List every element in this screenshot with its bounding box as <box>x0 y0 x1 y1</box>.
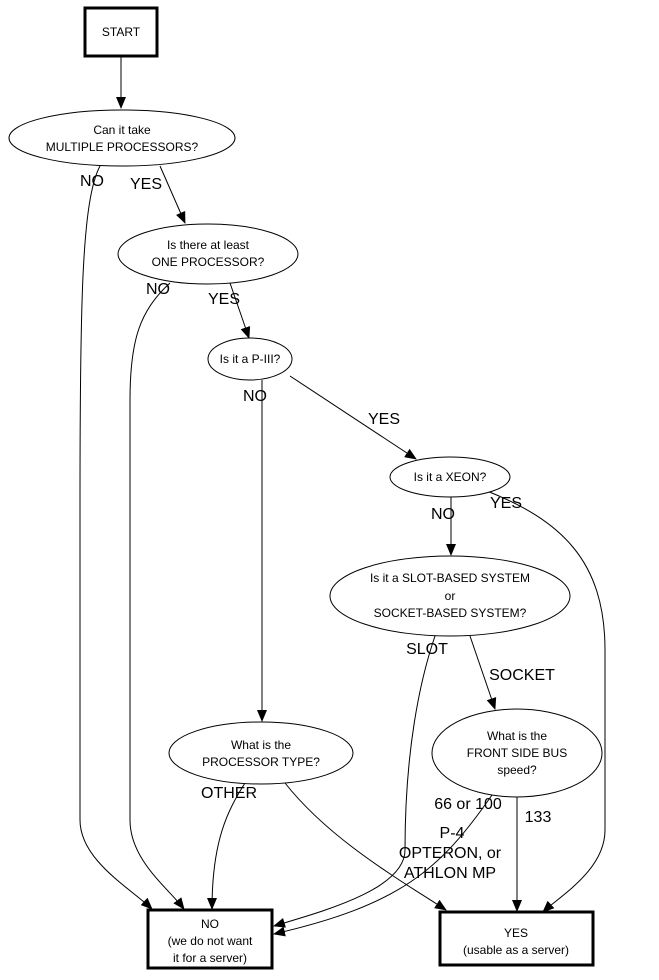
edge-p3-xeon-yes <box>289 375 417 460</box>
node-label-line: YES <box>504 926 528 940</box>
node-label-line: Can it take <box>93 123 151 137</box>
label-slot: SLOT <box>406 641 448 658</box>
label-multi-yes: YES <box>130 176 162 193</box>
node-label-line: Is it a SLOT-BASED SYSTEM <box>370 571 530 585</box>
node-multiple-processors: Can it take MULTIPLE PROCESSORS? <box>8 109 236 167</box>
label-xeon-yes: YES <box>490 495 522 512</box>
node-label-line: What is the <box>487 729 547 743</box>
edges <box>79 56 606 937</box>
edge-slot-no <box>273 635 436 928</box>
label-p3-yes: YES <box>368 411 400 428</box>
edge-labels: NO YES NO YES NO YES NO YES SLOT SOCKET … <box>80 173 555 882</box>
label-fsb-low: 66 or 100 <box>434 796 502 813</box>
edge-multi-no <box>79 165 153 910</box>
edge-slot-fsb-socket <box>469 635 497 710</box>
edge-xeon-yes <box>486 490 606 913</box>
node-start-label: START <box>102 25 141 39</box>
node-label-line: NO <box>201 917 219 931</box>
node-label-line: (usable as a server) <box>463 943 569 957</box>
node-label-line: Is it a XEON? <box>414 470 487 484</box>
label-socket: SOCKET <box>489 667 555 684</box>
label-p3-no: NO <box>243 388 267 405</box>
label-athlon: ATHLON MP <box>404 865 496 882</box>
label-one-yes: YES <box>208 291 240 308</box>
edge-one-p3-yes <box>229 282 251 339</box>
node-result-no: NO (we do not want it for a server) <box>146 908 274 970</box>
label-fsb-133: 133 <box>525 809 552 826</box>
label-other: OTHER <box>201 785 257 802</box>
node-label-line: What is the <box>231 738 291 752</box>
edge-ptype-no-other <box>207 782 246 910</box>
node-slot-socket: Is it a SLOT-BASED SYSTEM or SOCKET-BASE… <box>329 555 571 637</box>
label-xeon-no: NO <box>431 506 455 523</box>
node-label-line: or <box>445 589 456 603</box>
node-label-line: SOCKET-BASED SYSTEM? <box>374 606 527 620</box>
node-label-line: it for a server) <box>173 951 247 965</box>
edge-ptype-yes <box>284 782 447 911</box>
node-processor-type: What is the PROCESSOR TYPE? <box>168 721 354 785</box>
node-label-line: Is it a P-III? <box>220 352 281 366</box>
node-label-line: FRONT SIDE BUS <box>467 746 567 760</box>
node-label-line: Is there at least <box>167 238 250 252</box>
node-xeon: Is it a XEON? <box>389 456 511 498</box>
label-p4: P-4 <box>440 825 465 842</box>
node-label-line: (we do not want <box>168 934 253 948</box>
node-one-processor: Is there at least ONE PROCESSOR? <box>117 223 299 285</box>
label-opteron: OPTERON, or <box>399 845 502 862</box>
node-label-line: ONE PROCESSOR? <box>152 255 265 269</box>
edge-multi-one-yes <box>159 165 186 224</box>
label-multi-no: NO <box>80 173 104 190</box>
node-label-line: MULTIPLE PROCESSORS? <box>46 140 199 154</box>
edge-fsb-no <box>273 794 493 937</box>
node-start: START <box>83 6 159 58</box>
label-one-no: NO <box>146 281 170 298</box>
node-p3: Is it a P-III? <box>207 337 293 381</box>
node-label-line: PROCESSOR TYPE? <box>202 755 320 769</box>
node-front-side-bus: What is the FRONT SIDE BUS speed? <box>431 708 603 798</box>
node-label-line: speed? <box>497 763 537 777</box>
edge-one-no <box>129 282 185 910</box>
node-result-yes: YES (usable as a server) <box>438 910 595 967</box>
